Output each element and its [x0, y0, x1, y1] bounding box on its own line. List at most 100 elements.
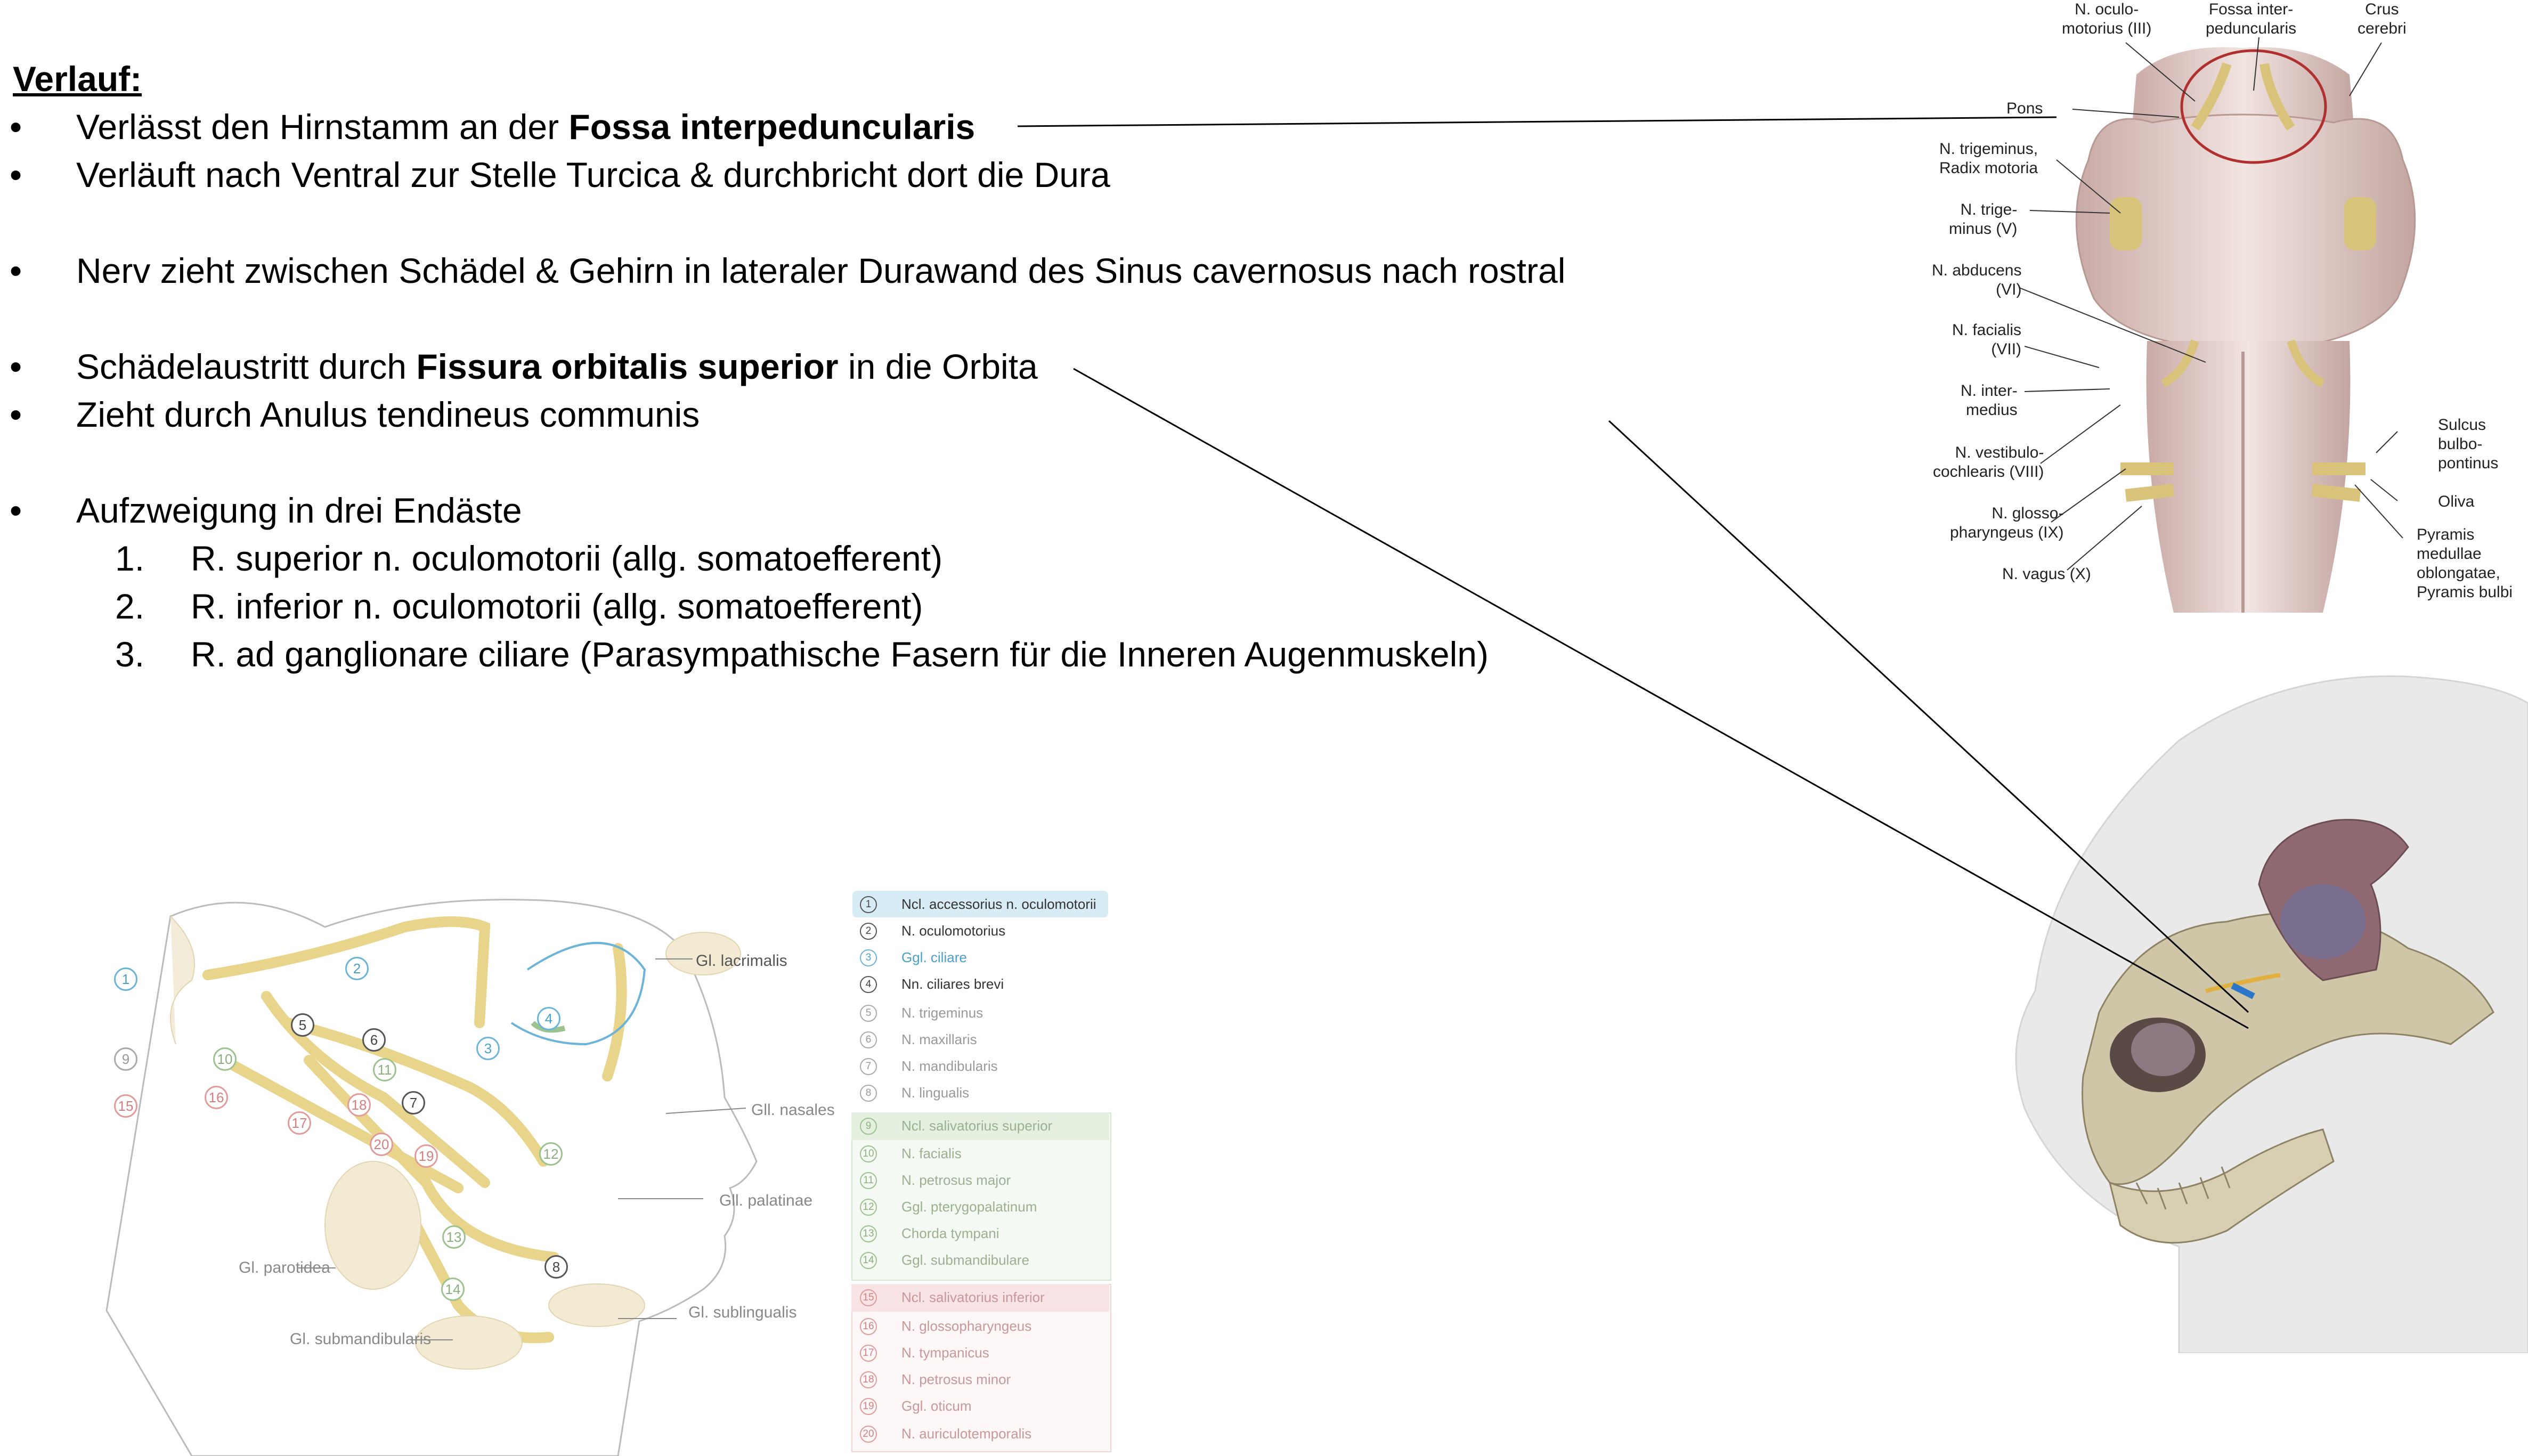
list-number: 1. [115, 539, 145, 578]
bullet-text: Verläuft nach Ventral zur Stelle Turcica… [76, 155, 1110, 194]
list-number: 3. [115, 635, 145, 674]
legend-group-red-header [851, 1284, 1109, 1312]
legend-number: 9 [860, 1118, 877, 1135]
legend-label: Nn. ciliares brevi [901, 976, 1004, 992]
legend-number: 17 [860, 1345, 877, 1362]
legend-label: N. mandibularis [901, 1058, 998, 1074]
marker-13: 13 [442, 1225, 466, 1249]
legend-item-15: 15 Ncl. salivatorius inferior [852, 1285, 1108, 1309]
label-gl-submandibularis: Gl. submandibularis [290, 1330, 432, 1348]
label-abducens: N. abducens (VI) [1932, 262, 2022, 298]
label-gl-lacrimalis: Gl. lacrimalis [696, 952, 787, 970]
legend-label: Ncl. accessorius n. oculomotorii [901, 896, 1096, 912]
label-trigeminus: N. trige- minus (V) [1949, 201, 2018, 238]
marker-2: 2 [345, 957, 369, 980]
marker-5: 5 [291, 1013, 314, 1037]
legend-label: Chorda tympani [901, 1225, 999, 1241]
legend-item-9: 9 Ncl. salivatorius superior [852, 1113, 1108, 1138]
legend-item-5: 5 N. trigeminus [852, 1001, 1108, 1025]
legend-label: Ncl. salivatorius superior [901, 1118, 1053, 1134]
marker-9: 9 [114, 1047, 137, 1071]
legend-label: Ggl. ciliare [901, 949, 967, 965]
marker-17: 17 [288, 1111, 311, 1135]
legend-number: 3 [860, 949, 877, 966]
legend-item-3: 3 Ggl. ciliare [852, 945, 1108, 970]
label-sulcus-bulbopontinus: Sulcus bulbo- pontinus [2438, 416, 2499, 472]
label-crus-cerebri: Crus cerebri [2358, 1, 2407, 37]
parasympathetic-diagram [105, 899, 758, 1456]
marker-3: 3 [476, 1037, 500, 1060]
bullet-marker: • [10, 347, 22, 386]
legend-label: Ncl. salivatorius inferior [901, 1289, 1045, 1305]
legend-number: 16 [860, 1318, 877, 1335]
legend-number: 18 [860, 1371, 877, 1388]
legend-number: 14 [860, 1252, 877, 1269]
legend-number: 1 [860, 896, 877, 913]
list-text: R. superior n. oculomotorii (allg. somat… [191, 539, 943, 578]
legend-item-19: 19 Ggl. oticum [852, 1394, 1108, 1418]
legend-number: 6 [860, 1031, 877, 1048]
marker-11: 11 [373, 1058, 396, 1081]
section-heading: Verlauf: [13, 59, 142, 99]
marker-19: 19 [414, 1144, 438, 1168]
label-gll-nasales: Gll. nasales [751, 1101, 835, 1119]
list-text: R. ad ganglionare ciliare (Parasympathis… [191, 635, 1489, 674]
legend-label: Ggl. oticum [901, 1398, 972, 1414]
label-vagus: N. vagus (X) [2002, 565, 2091, 583]
label-glossopharyngeus: N. glosso- pharyngeus (IX) [1950, 505, 2064, 541]
legend-label: N. maxillaris [901, 1031, 977, 1047]
legend-item-6: 6 N. maxillaris [852, 1027, 1108, 1052]
legend-item-8: 8 N. lingualis [852, 1080, 1108, 1105]
marker-15: 15 [114, 1094, 137, 1118]
marker-16: 16 [205, 1086, 228, 1109]
label-gll-palatinae: Gll. palatinae [719, 1192, 813, 1209]
label-trigeminus-radix: N. trigeminus, Radix motoria [1939, 140, 2038, 177]
label-n-oculomotorius: N. oculo- motorius (III) [2062, 1, 2152, 37]
legend-number: 19 [860, 1398, 877, 1415]
list-number: 2. [115, 587, 145, 626]
bullet-marker: • [10, 155, 22, 194]
legend-label: N. petrosus major [901, 1172, 1011, 1188]
legend-number: 5 [860, 1005, 877, 1022]
bullet-marker: • [10, 491, 22, 530]
marker-20: 20 [370, 1133, 393, 1156]
label-gl-parotidea: Gl. parotidea [239, 1259, 330, 1276]
connector-fissura-2 [1608, 420, 2249, 1013]
label-intermedius: N. inter- medius [1961, 382, 2018, 419]
brainstem-illustration [2019, 37, 2416, 613]
label-gl-sublingualis: Gl. sublingualis [688, 1304, 797, 1321]
bullet-text-tail: in die Orbita [838, 347, 1038, 386]
marker-7: 7 [402, 1091, 425, 1115]
marker-6: 6 [362, 1028, 386, 1052]
label-fossa-interpeduncularis: Fossa inter- peduncularis [2206, 1, 2297, 37]
skull-3d-illustration [2015, 675, 2528, 1353]
legend-number: 15 [860, 1289, 877, 1306]
bullet-marker: • [10, 251, 22, 290]
marker-12: 12 [539, 1142, 563, 1166]
marker-1: 1 [114, 967, 137, 991]
legend-item-1: 1 Ncl. accessorius n. oculomotorii [852, 892, 1108, 916]
legend-number: 8 [860, 1085, 877, 1102]
marker-8: 8 [544, 1255, 568, 1279]
bullet-bold-term: Fossa interpeduncularis [568, 107, 976, 147]
connector-fossa [1017, 116, 2057, 127]
legend-number: 10 [860, 1145, 877, 1162]
legend-label: N. trigeminus [901, 1005, 983, 1021]
legend-label: N. auriculotemporalis [901, 1426, 1032, 1442]
legend-group-green-header [851, 1112, 1109, 1140]
legend-number: 11 [860, 1172, 877, 1189]
legend-label: N. petrosus minor [901, 1371, 1011, 1387]
legend-label: N. oculomotorius [901, 923, 1006, 939]
legend-label: N. lingualis [901, 1085, 970, 1101]
